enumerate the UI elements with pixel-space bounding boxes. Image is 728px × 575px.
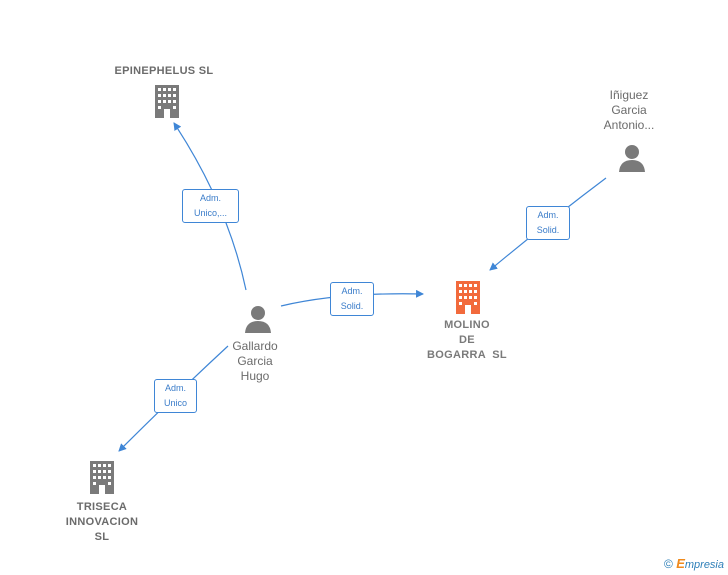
- brand-logo-text: mpresia: [684, 559, 724, 571]
- brand-logo-initial: E: [676, 556, 685, 571]
- edge-label-gallardo-triseca[interactable]: Adm. Unico: [154, 379, 197, 413]
- copyright-icon: ©: [664, 557, 673, 571]
- node-label-line: Antonio...: [603, 118, 655, 132]
- node-label-iniguez: Iñiguez Garcia Antonio...: [589, 88, 669, 133]
- edge-label-line: Solid.: [536, 225, 560, 235]
- node-label-epinephelus: EPINEPHELUS SL: [114, 65, 214, 77]
- edge-label-line: Solid.: [340, 301, 364, 311]
- node-label-line: BOGARRA SL: [427, 349, 507, 361]
- node-label-line: Gallardo: [232, 339, 278, 353]
- edge-label-line: Adm.: [341, 286, 363, 296]
- edge-label-gallardo-epinephelus[interactable]: Adm. Unico,...: [182, 189, 239, 223]
- building-icon[interactable]: [151, 84, 183, 118]
- node-label-line: Hugo: [240, 369, 270, 383]
- person-icon[interactable]: [243, 304, 273, 334]
- node-label-line: TRISECA: [76, 501, 128, 513]
- node-label-line: Iñiguez: [609, 88, 649, 102]
- building-icon[interactable]: [452, 280, 484, 314]
- edge-label-line: Unico: [163, 398, 187, 408]
- building-icon[interactable]: [86, 460, 118, 494]
- node-label-triseca: TRISECA INNOVACION SL: [50, 500, 154, 545]
- node-label-line: Garcia: [237, 354, 273, 368]
- node-label-line: INNOVACION: [65, 516, 139, 528]
- edge-label-line: Adm.: [164, 383, 186, 393]
- node-label-line: SL: [94, 531, 110, 543]
- edge-label-line: Adm.: [537, 210, 559, 220]
- node-label-gallardo: Gallardo Garcia Hugo: [215, 339, 295, 384]
- node-label-line: DE: [459, 334, 475, 346]
- edge-label-gallardo-molino[interactable]: Adm. Solid.: [330, 282, 374, 316]
- node-label-line: Garcia: [611, 103, 647, 117]
- brand-footer[interactable]: © Empresia: [664, 556, 724, 571]
- person-icon[interactable]: [617, 143, 647, 173]
- node-label-molino: MOLINO DE BOGARRA SL: [410, 318, 524, 363]
- edge-label-line: Adm.: [199, 193, 221, 203]
- edge-label-iniguez-molino[interactable]: Adm. Solid.: [526, 206, 570, 240]
- edge-label-line: Unico,...: [193, 208, 227, 218]
- node-label-line: MOLINO: [444, 319, 490, 331]
